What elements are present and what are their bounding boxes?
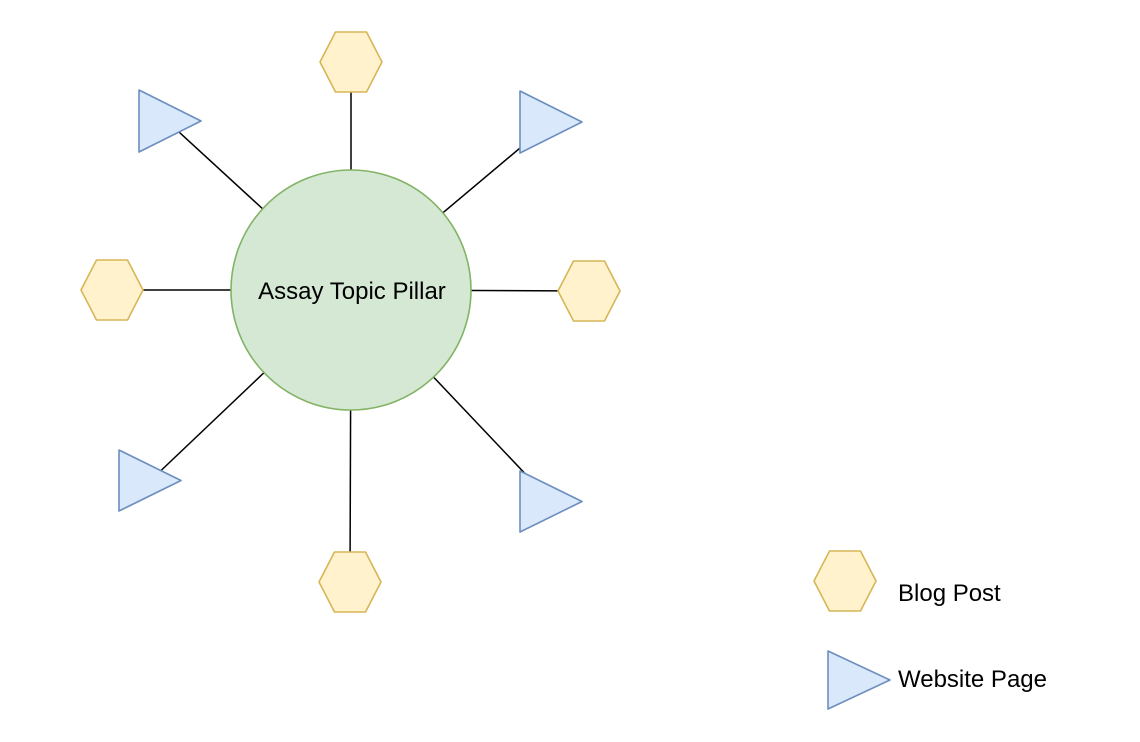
blog-post-hexagon-icon[interactable] [813,550,877,612]
website-page-triangle-icon[interactable] [827,650,891,710]
blog-post-node-top[interactable] [319,31,383,93]
website-page-nodes [118,89,583,533]
blog-post-node-left[interactable] [80,259,144,321]
legend-item-website-page: Website Page [827,650,1047,710]
blog-post-node-right[interactable] [557,260,621,322]
legend-item-blog-post: Blog Post [813,550,1001,612]
pillar-node: Assay Topic Pillar [230,169,472,411]
legend: Blog Post Website Page [813,550,1047,710]
pillar-label: Assay Topic Pillar [258,278,446,305]
legend-label-blog-post: Blog Post [898,580,1001,607]
website-page-node-bottom-left[interactable] [118,449,182,512]
website-page-node-bottom-right[interactable] [519,470,583,533]
legend-label-website-page: Website Page [898,666,1047,693]
website-page-node-top-left[interactable] [138,89,202,153]
blog-post-nodes [80,31,621,613]
website-page-node-top-right[interactable] [519,90,583,154]
pillar-circle[interactable] [230,169,472,411]
blog-post-node-bottom[interactable] [318,551,382,613]
